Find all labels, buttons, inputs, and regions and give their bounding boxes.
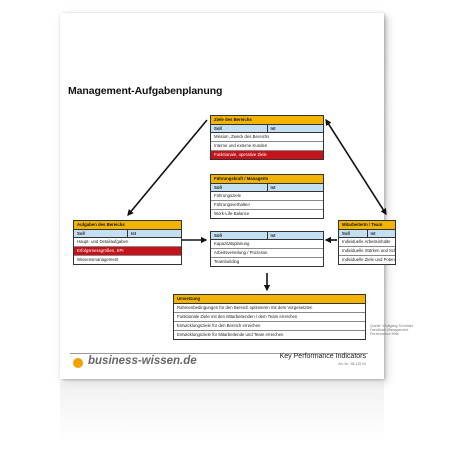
list-item: Führungsziele [211,192,323,201]
box-kapazitaetsplanung: Soll Ist Kapazitätsplanung Arbeitsvertei… [210,231,324,267]
col-soll: Soll [214,233,222,238]
list-item: Arbeitsverteilung / Prozesse [211,249,323,258]
list-item: Mission, Zweck des Bereichs [211,133,323,142]
list-item: Individuelle Ziele und Potenziale [342,257,395,262]
list-item: Individuelle Arbeitsinhalte [339,238,395,247]
col-soll: Soll [342,231,350,236]
box-header: Ziele des Bereichs [211,116,323,125]
list-item: Führungsverhalten [211,201,323,210]
box-mitarbeiter-team: MitarbeiterIn / Team Soll Ist Individuel… [338,220,396,265]
col-soll: Soll [214,126,222,131]
col-soll: Soll [214,185,222,190]
soll-ist-header: Soll Ist [74,230,181,238]
box-header: Führungskraft / ManagerIn [211,175,323,184]
col-ist: Ist [127,230,181,237]
list-item: Interne und externe Kunden [211,142,323,151]
col-ist: Ist [266,184,324,191]
col-ist: Ist [266,125,324,132]
list-item: Funktionale Ziele mit den Mitarbeitenden… [174,313,365,322]
arrow-ziele-to-aufgaben [127,119,208,216]
list-item: Haupt- und Detailaufgaben [74,238,181,247]
box-header: Aufgaben des Bereichs [74,221,181,230]
col-ist: Ist [266,232,324,239]
list-item: Entwicklungsziele für den Bereich erreic… [174,322,365,331]
list-item-highlighted: Funktionale, operative Ziele [211,151,323,159]
list-item: Work-Life-Balance [214,211,250,216]
list-item: Wissensmanagement [77,257,119,262]
box-header: Umsetzung [174,295,365,304]
list-item: Individuelle Stärken und Schwächen [339,247,395,256]
source-line: Quelle: Wolfgang Schröder [370,324,414,328]
list-item: Teambuilding [214,259,240,264]
brand-name: business-wissen.de [88,355,197,367]
box-aufgaben-des-bereichs: Aufgaben des Bereichs Soll Ist Haupt- un… [73,220,182,265]
box-ziele-des-bereichs: Ziele des Bereichs Soll Ist Mission, Zwe… [210,115,324,160]
footer-title: Key Performance Indicators [279,353,366,360]
list-item-highlighted: Erfolgsmessgrößen, KPI [74,247,181,256]
col-ist: Ist [366,230,396,237]
source-line: Performance Hilfe [370,332,399,337]
soll-ist-header: Soll Ist [211,232,323,240]
source-note: Quelle: Wolfgang Schröder Handbuch Manag… [370,324,413,337]
page-reflection [60,382,384,442]
box-header: MitarbeiterIn / Team [339,221,395,230]
soll-ist-header: Soll Ist [211,125,323,133]
list-item: Rahmenbedingungen für den Bereich optimi… [174,304,365,313]
brand-logo-dot-icon [73,358,83,368]
list-item: Kapazitätsplanung [211,240,323,249]
list-item: Entwicklungsziele für Mitarbeitende und … [177,332,284,337]
box-umsetzung: Umsetzung Rahmenbedingungen für den Bere… [173,294,366,340]
arrow-ziele-mitarbeiter [325,118,387,216]
soll-ist-header: Soll Ist [339,230,395,238]
soll-ist-header: Soll Ist [211,184,323,192]
box-fuehrungskraft: Führungskraft / ManagerIn Soll Ist Führu… [210,174,324,219]
page-title: Management-Aufgabenplanung [68,85,223,97]
footer-divider [70,353,368,354]
article-number: Art.-Nr.: 86 125 00 [338,362,366,366]
source-line: Handbuch Management [370,328,409,333]
col-soll: Soll [77,231,85,236]
